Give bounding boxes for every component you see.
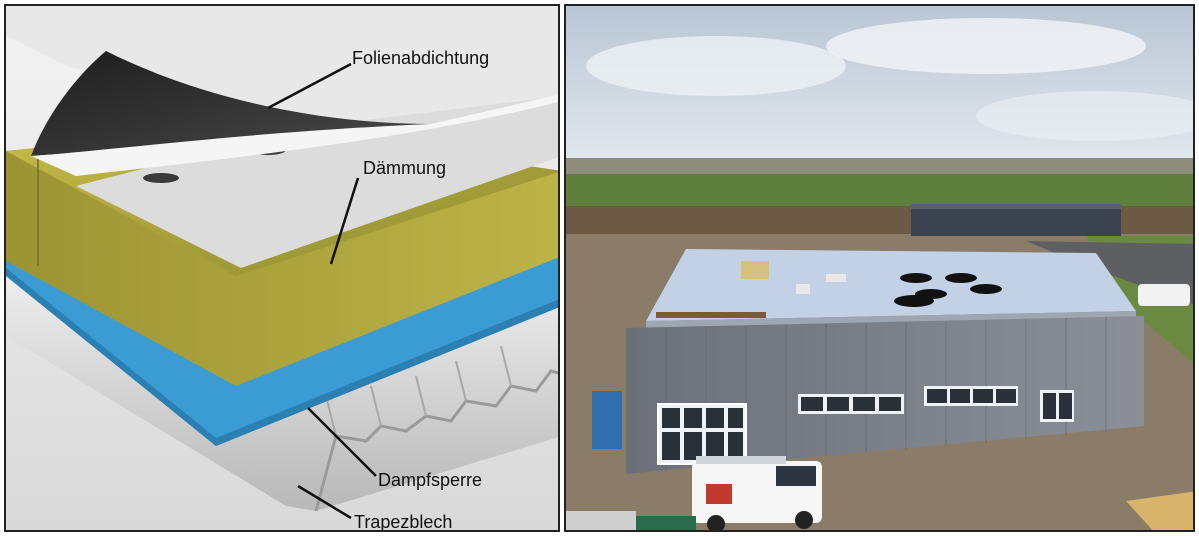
membrane-pointer: [267, 62, 352, 110]
vapor-barrier-label: Dampfsperre: [378, 470, 483, 490]
flat-roof: [646, 249, 1136, 321]
window-row-1: [798, 394, 904, 414]
distant-building: [911, 204, 1121, 236]
vapor-barrier-pointer: [307, 407, 377, 477]
van: [692, 456, 822, 530]
membrane-label: Folienabdichtung: [352, 48, 490, 68]
insulation-label: Dämmung: [363, 158, 447, 178]
building-photo-drawing: [566, 6, 1193, 530]
trapezoidal-sheet-label: Trapezblech: [354, 512, 453, 532]
window-row-2: [924, 386, 1018, 406]
portable-toilet: [592, 391, 622, 449]
insulation-pointer: [329, 177, 360, 265]
trapezoidal-sheet-pointer: [297, 484, 352, 520]
roof-layers-illustration: Folienabdichtung Dämmung Dampfsperre Tra…: [4, 4, 560, 532]
roof-layers-drawing: [6, 6, 558, 520]
building-photo: [564, 4, 1195, 532]
membrane-shape: [6, 6, 558, 176]
